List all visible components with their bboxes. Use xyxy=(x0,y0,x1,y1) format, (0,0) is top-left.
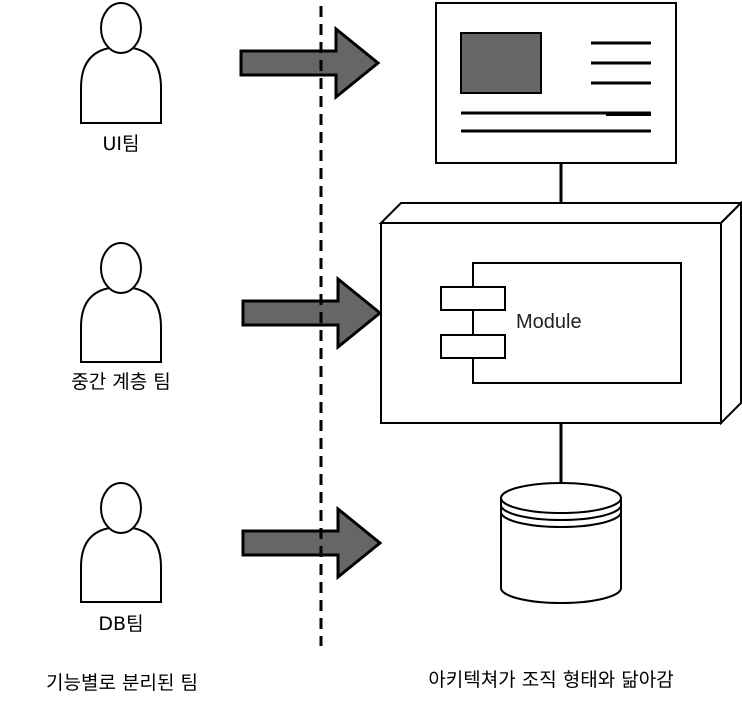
ui-screen-icon xyxy=(435,2,677,164)
module-component xyxy=(440,262,682,384)
caption-right: 아키텍쳐가 조직 형태와 닮아감 xyxy=(428,669,673,691)
team-label-db: DB팀 xyxy=(98,613,143,635)
database-icon xyxy=(500,482,622,604)
arrow-ui-to-frontend xyxy=(239,25,381,101)
team-label-ui: UI팀 xyxy=(103,133,140,155)
ui-image-placeholder xyxy=(460,32,542,94)
team-label-middle: 중간 계층 팀 xyxy=(71,371,170,393)
caption-left: 기능별로 분리된 팀 xyxy=(46,672,198,694)
component-port-bottom xyxy=(440,334,506,359)
arrow-db-to-database xyxy=(241,505,383,581)
module-label: Module xyxy=(516,311,582,333)
arrow-middle-to-module xyxy=(241,275,383,351)
person-icon-ui-team xyxy=(80,2,162,124)
component-port-top xyxy=(440,286,506,311)
person-icon-db-team xyxy=(80,482,162,603)
person-icon-middle-team xyxy=(80,242,162,363)
